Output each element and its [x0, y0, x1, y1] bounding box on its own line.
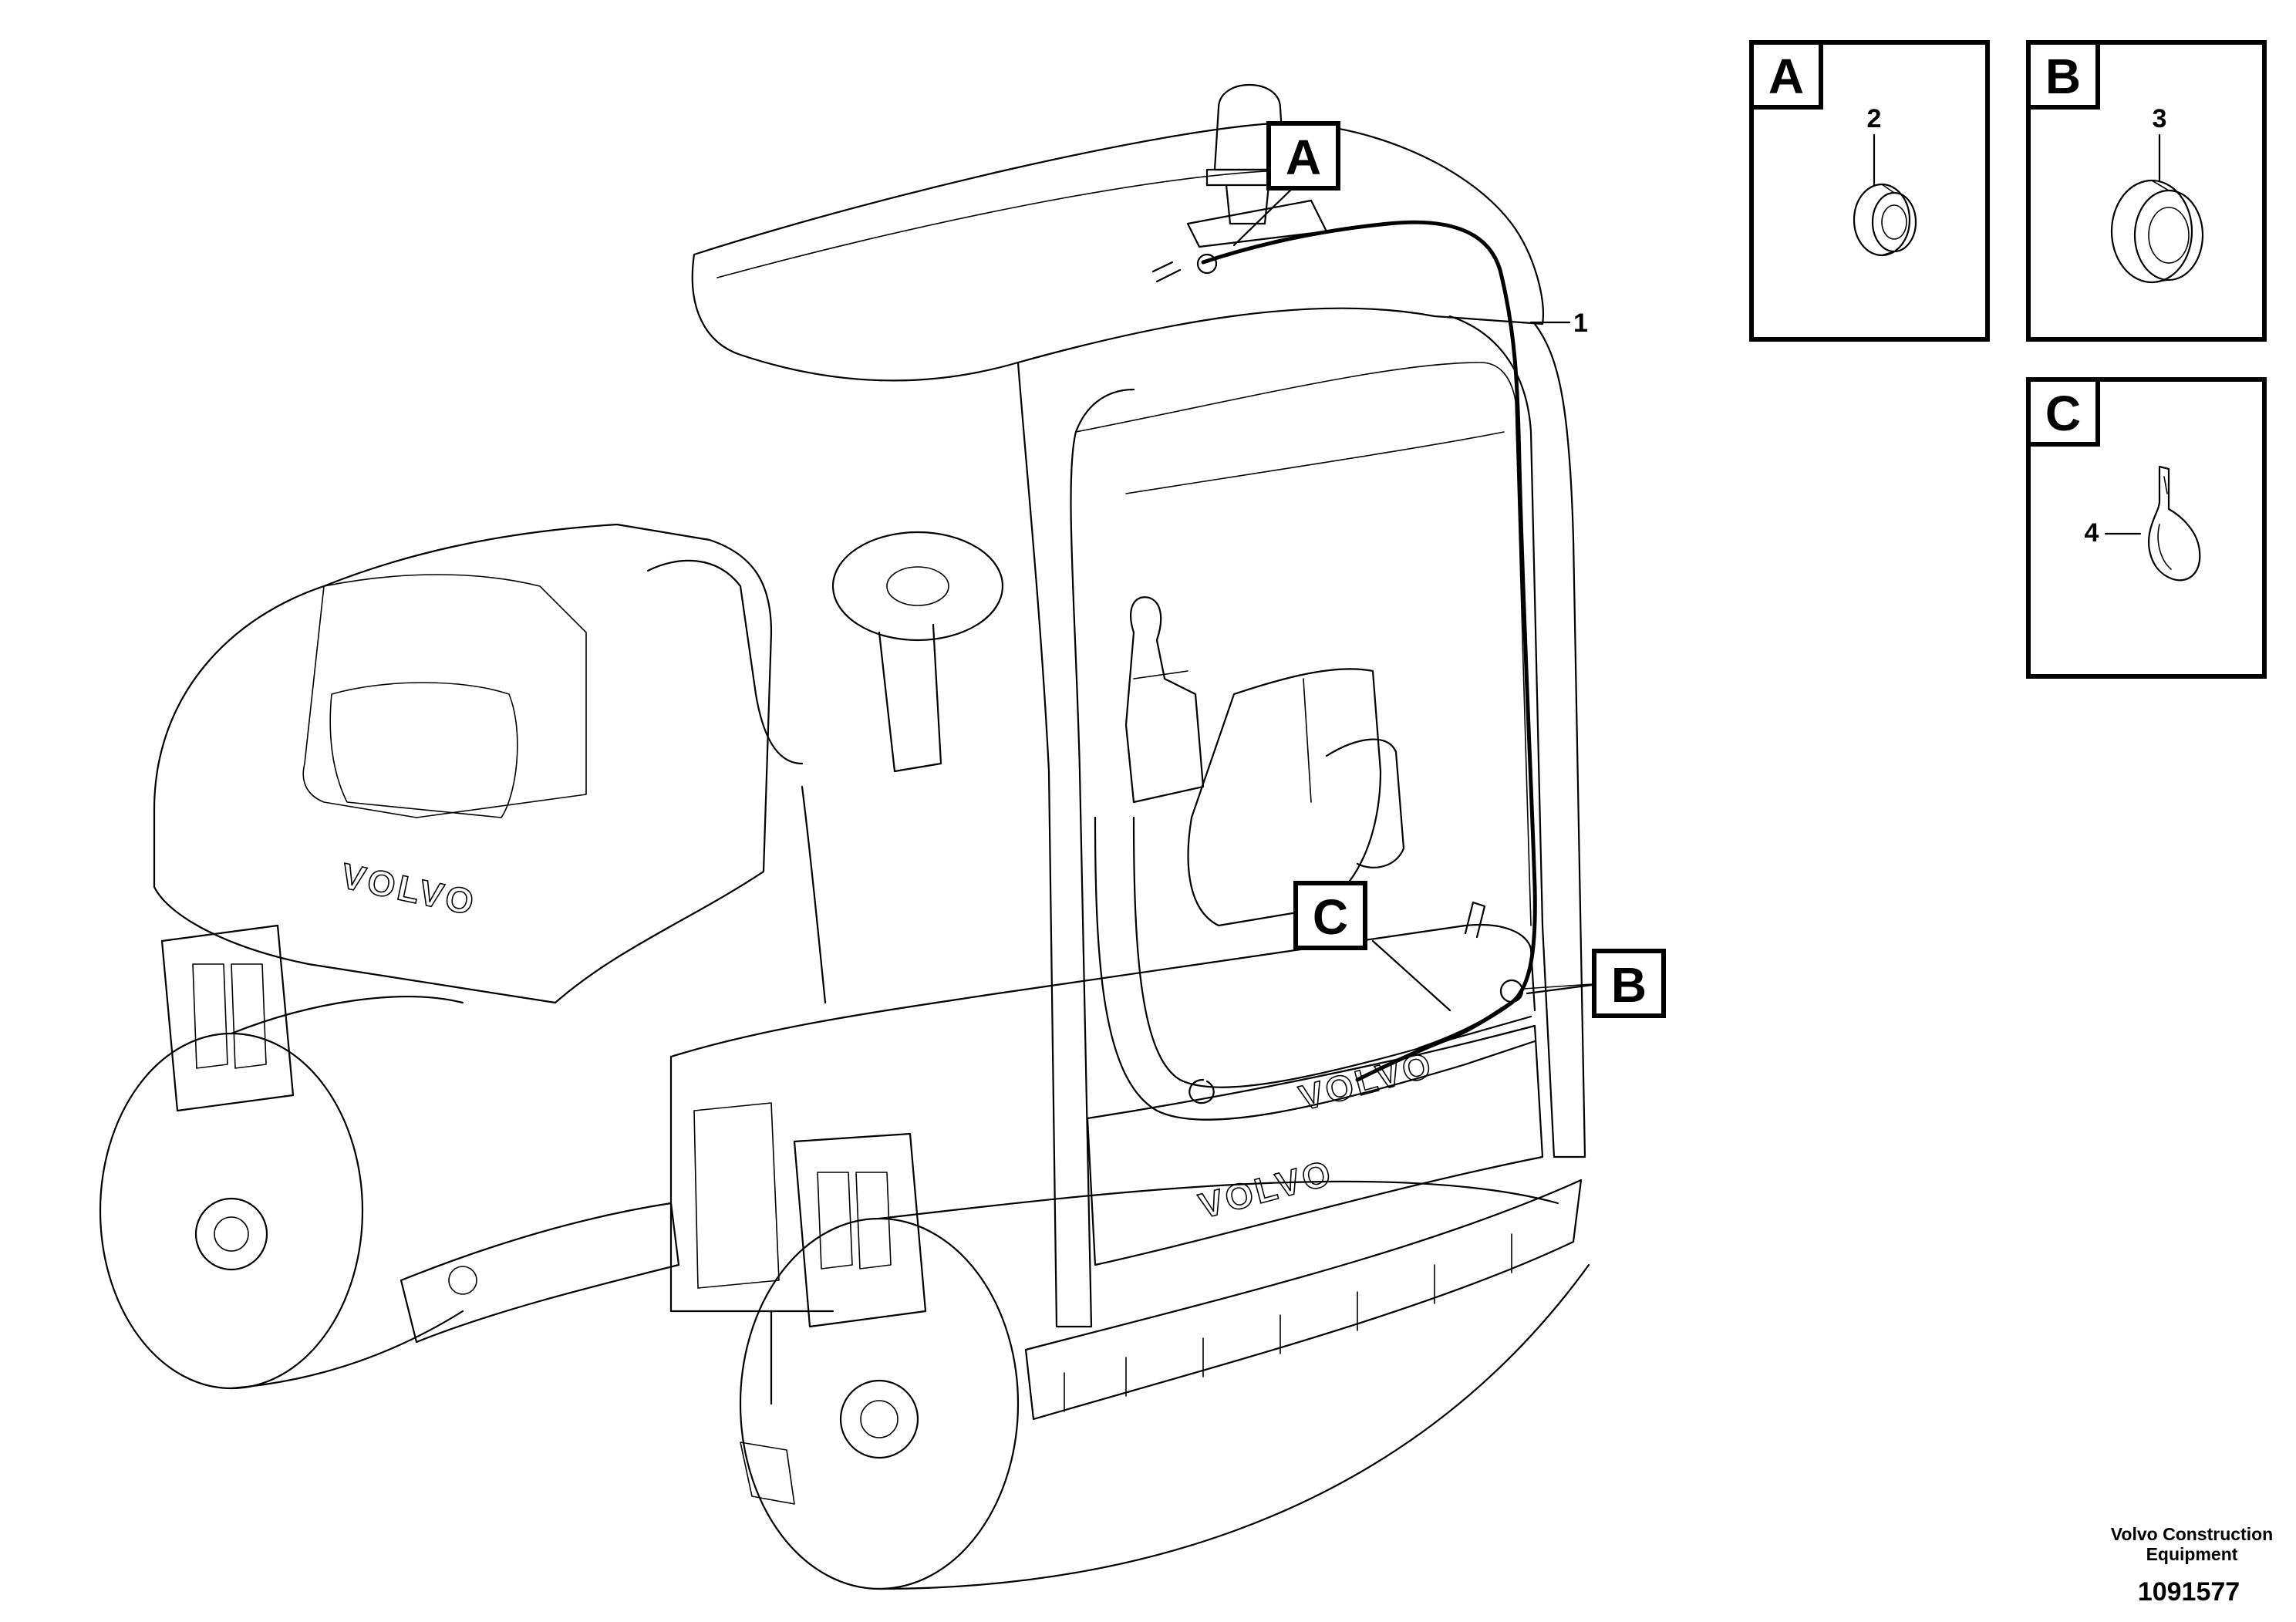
part-number-4: 4 — [2085, 518, 2099, 548]
callout-letter-A: A — [1286, 130, 1321, 185]
grommet-at-B — [1499, 979, 1524, 1003]
company-line-2: Equipment — [2146, 1544, 2238, 1564]
part-number-2: 2 — [1867, 104, 1882, 133]
detail-view-B: B 3 — [2026, 40, 2267, 342]
cable-tie-icon — [2148, 465, 2201, 582]
wiring-harness — [1151, 220, 1537, 1104]
machine-brand-rear: VOLVO — [1195, 1152, 1337, 1226]
callout-letter-C: C — [1313, 889, 1348, 945]
callout-tag-C: C — [1293, 881, 1367, 950]
machine-brand-cover: VOLVO — [1295, 1044, 1438, 1118]
part-number-3: 3 — [2153, 104, 2167, 133]
detail-view-C: C 4 — [2026, 377, 2267, 679]
grommet-small-icon — [1853, 183, 1917, 257]
connector-at-A — [1151, 261, 1182, 283]
callout-tag-A: A — [1266, 121, 1340, 191]
detail-letter-B: B — [2045, 49, 2081, 104]
footer-block: Volvo Construction Equipment 1091577 — [2111, 1524, 2273, 1607]
connector-at-C — [1464, 901, 1486, 939]
part-number-1: 1 — [1573, 309, 1588, 338]
company-line-1: Volvo Construction — [2111, 1524, 2273, 1544]
callout-leaders — [1232, 184, 1606, 1012]
machine-brand-front: VOLVO — [338, 855, 480, 923]
callout-letter-B: B — [1611, 957, 1647, 1013]
cable-tie-loop — [1188, 1078, 1215, 1104]
grommet-large-icon — [2110, 179, 2204, 284]
detail-letter-A: A — [1768, 49, 1804, 104]
drawing-number: 1091577 — [2138, 1577, 2240, 1607]
callout-tag-B: B — [1592, 949, 1666, 1018]
grommet-at-A — [1196, 253, 1218, 275]
detail-view-A: A 2 — [1749, 40, 1990, 342]
roller-machine-illustration: VOLVO VOLVO VOLVO — [99, 83, 1590, 1590]
detail-letter-C: C — [2045, 386, 2081, 441]
